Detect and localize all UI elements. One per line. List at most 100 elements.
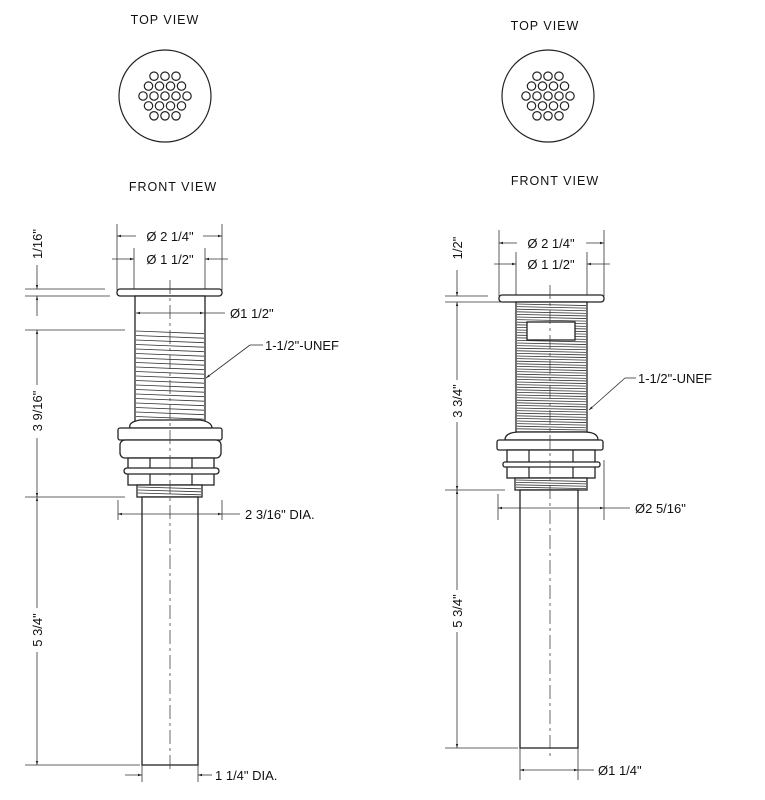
thread-line — [516, 347, 587, 351]
left-nut-dia-dim: 2 3/16" DIA. — [245, 507, 315, 522]
thread-line — [516, 353, 587, 356]
left-opening-dia-dim: Ø 1 1/2" — [146, 252, 194, 267]
thread-line — [516, 423, 587, 426]
thread-line — [516, 412, 587, 416]
left-drain-body — [116, 280, 223, 772]
strainer-hole — [543, 71, 553, 81]
thread-line — [515, 479, 587, 482]
overflow-window — [526, 321, 576, 341]
left-tail-dia-dim: 1 1/4" DIA. — [215, 768, 277, 783]
thread-line — [516, 392, 587, 395]
strainer-hole — [532, 111, 542, 121]
left-front-view-label: FRONT VIEW — [129, 180, 217, 194]
thread-line — [516, 358, 587, 361]
strainer-hole — [149, 91, 159, 101]
strainer-hole — [149, 111, 159, 121]
thread-line — [135, 344, 205, 348]
right-opening-dia-dim: Ø 1 1/2" — [527, 257, 575, 272]
thread-line — [515, 482, 587, 485]
strainer-hole — [548, 81, 559, 91]
strainer-hole — [154, 81, 165, 91]
right-tail-length-dim: 5 3/4" — [450, 594, 465, 628]
thread-line — [135, 353, 205, 357]
thread-line — [516, 407, 587, 410]
strainer-hole — [165, 81, 176, 91]
right-body-length-dim: 3 3/4" — [450, 384, 465, 418]
thread-line — [516, 350, 587, 353]
thread-line — [516, 381, 587, 384]
strainer-hole — [537, 81, 548, 91]
right-thread-callout: 1-1/2"-UNEF — [638, 371, 712, 386]
thread-line — [516, 319, 587, 322]
thread-line — [516, 410, 587, 413]
strainer-hole — [160, 91, 170, 101]
thread-line — [516, 316, 587, 319]
thread-line — [516, 425, 587, 429]
thread-line — [516, 394, 587, 397]
thread-line — [135, 371, 205, 375]
left-strainer-top-view — [118, 49, 212, 143]
strainer-hole — [160, 111, 170, 121]
strainer-hole — [182, 91, 192, 101]
strainer-hole — [537, 101, 548, 111]
thread-line — [515, 486, 587, 490]
strainer-hole — [532, 71, 542, 81]
strainer-hole — [154, 101, 165, 111]
strainer-hole — [559, 81, 570, 91]
thread-line — [135, 393, 205, 398]
strainer-hole — [554, 111, 564, 121]
right-strainer-top-view — [501, 49, 595, 143]
right-nut-dia-dim: Ø2 5/16" — [635, 501, 686, 516]
thread-line — [137, 486, 202, 490]
thread-line — [516, 373, 587, 377]
thread-line — [516, 428, 587, 431]
strainer-hole — [521, 91, 531, 101]
left-tail-length-dim: 5 3/4" — [30, 613, 45, 647]
strainer-hole — [565, 91, 575, 101]
strainer-hole — [559, 101, 570, 111]
strainer-hole — [143, 81, 154, 91]
right-flange-height-dim: 1/2" — [450, 236, 465, 259]
right-front-view-label: FRONT VIEW — [511, 174, 599, 188]
thread-line — [516, 342, 587, 345]
strainer-hole — [143, 101, 154, 111]
strainer-hole — [160, 71, 170, 81]
thread-line — [516, 303, 587, 306]
thread-line — [137, 492, 202, 496]
left-top-view-label: TOP VIEW — [131, 13, 200, 27]
right-flange-dia-dim: Ø 2 1/4" — [527, 236, 575, 251]
thread-line — [135, 375, 205, 380]
thread-line — [516, 355, 587, 358]
thread-line — [516, 386, 587, 390]
right-drain-body — [496, 285, 605, 760]
left-drain-drawing: TOP VIEW FRONT VIEW Ø 2 1/4" Ø 1 1/2" Ø1… — [25, 13, 339, 783]
thread-line — [516, 363, 587, 366]
thread-line — [516, 420, 587, 423]
left-flange-dia-dim: Ø 2 1/4" — [146, 229, 194, 244]
thread-line — [516, 314, 587, 317]
thread-line — [516, 360, 587, 364]
thread-line — [516, 402, 587, 405]
strainer-hole — [171, 91, 181, 101]
thread-line — [516, 405, 587, 408]
thread-line — [516, 384, 587, 387]
strainer-hole — [176, 101, 187, 111]
strainer-hole — [171, 111, 181, 121]
thread-line — [516, 376, 587, 379]
thread-line — [516, 366, 587, 369]
right-drain-drawing: TOP VIEW FRONT VIEW Ø 2 1/4" Ø 1 1/2" 1-… — [445, 19, 712, 780]
thread-line — [516, 368, 587, 371]
thread-line — [516, 345, 587, 348]
strainer-hole — [554, 91, 564, 101]
strainer-hole — [543, 91, 553, 101]
strainer-hole — [548, 101, 559, 111]
right-tail-dia-dim: Ø1 1/4" — [598, 763, 642, 778]
left-body-length-dim: 3 9/16" — [30, 390, 45, 431]
strainer-hole — [543, 111, 553, 121]
strainer-hole — [526, 81, 537, 91]
thread-line — [516, 399, 587, 403]
left-body-dia-dim: Ø1 1/2" — [230, 306, 274, 321]
thread-line — [515, 484, 587, 487]
left-thread-callout: 1-1/2"-UNEF — [265, 338, 339, 353]
